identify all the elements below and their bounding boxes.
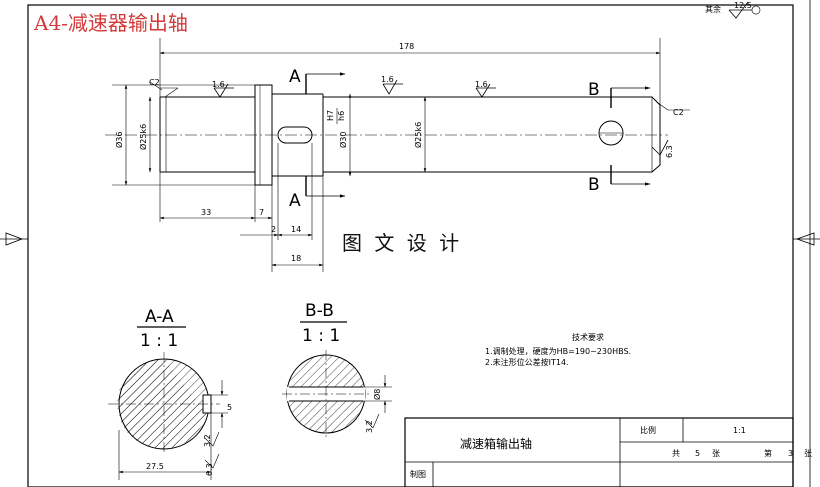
dim-length-2: 2 bbox=[271, 225, 276, 234]
section-markers bbox=[305, 72, 651, 198]
drawing-title: A4-减速器输出轴 bbox=[33, 11, 188, 35]
shaft-main-view bbox=[105, 84, 668, 186]
title-block-page-value: 3 bbox=[788, 449, 793, 458]
section-mark-a-top: A bbox=[289, 67, 301, 87]
title-block-part-name: 减速箱输出轴 bbox=[460, 436, 532, 451]
dim-fit-h7: H7 bbox=[326, 110, 335, 121]
roughness-else-symbol: 其余 12.5 bbox=[705, 1, 761, 19]
section-aa-view bbox=[108, 352, 228, 480]
section-aa-scale: 1 : 1 bbox=[140, 331, 178, 351]
title-block-total-value: 5 bbox=[695, 449, 700, 458]
dim-length-33: 33 bbox=[201, 208, 211, 217]
roughness-symbols bbox=[213, 79, 669, 156]
dimension-lines bbox=[112, 38, 690, 272]
title-block-page-unit: 张 bbox=[804, 449, 812, 458]
section-aa-roughness2: 6.3 bbox=[205, 463, 214, 476]
dim-length-7: 7 bbox=[259, 208, 264, 217]
tech-req-heading: 技术要求 bbox=[572, 332, 604, 342]
section-aa-dim: 27.5 bbox=[146, 462, 164, 471]
title-block-scale-label: 比例 bbox=[640, 425, 656, 435]
roughness-1: 1.6 bbox=[212, 80, 225, 89]
dim-overall-length: 178 bbox=[399, 42, 414, 51]
chamfer-right: C2 bbox=[673, 108, 684, 117]
dim-d25k6-right: Ø25k6 bbox=[413, 122, 423, 148]
section-mark-b-top: B bbox=[588, 80, 600, 100]
title-block-total-label: 共 bbox=[672, 449, 680, 458]
section-aa-title: A-A bbox=[145, 307, 174, 327]
title-block-page-label: 第 bbox=[764, 448, 772, 458]
section-mark-a-bottom: A bbox=[289, 191, 301, 211]
roughness-2: 1.6 bbox=[381, 75, 394, 84]
section-aa-roughness: 3.2 bbox=[203, 434, 212, 447]
roughness-3: 1.6 bbox=[475, 80, 488, 89]
tech-req-item-1: 1.调制处理，硬度为HB=190~230HBS. bbox=[485, 346, 631, 356]
section-aa-key-depth: 5 bbox=[227, 403, 232, 412]
dim-d25k6-left: Ø25k6 bbox=[138, 124, 148, 150]
right-end-roughness: 6.3 bbox=[665, 145, 674, 158]
roughness-else-value: 12.5 bbox=[734, 1, 752, 10]
dim-length-18: 18 bbox=[291, 254, 301, 263]
section-bb-roughness: 3.2 bbox=[365, 420, 374, 433]
title-block-drawn-by-label: 制图 bbox=[410, 469, 426, 479]
title-block-sheet-unit: 张 bbox=[712, 449, 720, 458]
chamfer-left: C2 bbox=[149, 78, 160, 87]
section-bb-slot-width: Ø8 bbox=[372, 389, 382, 400]
dim-fit-h6: h6 bbox=[337, 111, 346, 121]
dim-length-14: 14 bbox=[291, 225, 301, 234]
section-mark-b-bottom: B bbox=[588, 175, 600, 195]
dim-d36: Ø36 bbox=[114, 132, 124, 148]
dim-d30: Ø30 bbox=[338, 132, 348, 148]
section-bb-scale: 1 : 1 bbox=[302, 326, 340, 346]
tech-req-item-2: 2.未注形位公差按IT14. bbox=[485, 357, 569, 367]
section-bb-view bbox=[282, 350, 392, 438]
roughness-else-label: 其余 bbox=[705, 4, 721, 14]
watermark-text: 图 文 设 计 bbox=[342, 231, 462, 255]
section-bb-title: B-B bbox=[305, 301, 334, 321]
title-block bbox=[404, 417, 794, 487]
title-block-scale-value: 1:1 bbox=[733, 426, 746, 435]
